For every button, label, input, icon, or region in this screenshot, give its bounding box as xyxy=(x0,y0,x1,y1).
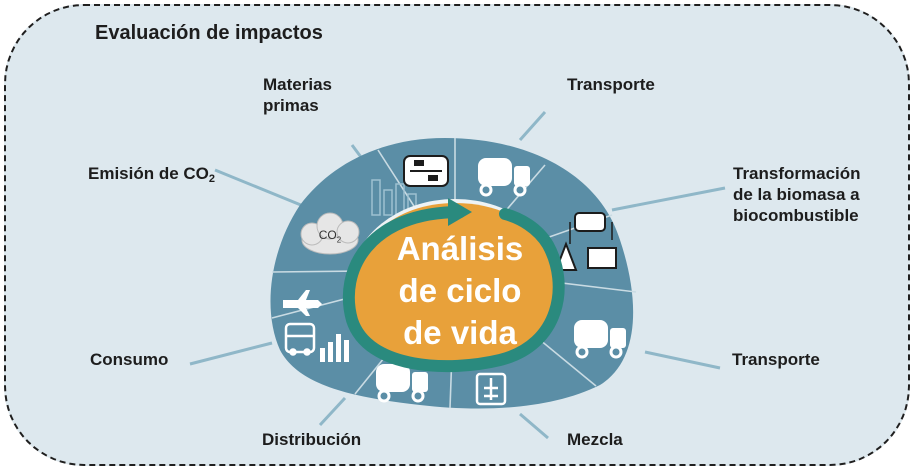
page-title: Evaluación de impactos xyxy=(95,22,323,44)
label-distribucion: Distribución xyxy=(262,430,362,449)
co2-cloud-icon xyxy=(300,212,360,255)
label-materias-line2: primas xyxy=(263,96,319,115)
crops-icon xyxy=(371,179,417,216)
label-transformacion-line3: biocombustible xyxy=(733,206,859,225)
connector-mezcla xyxy=(519,412,549,440)
label-mezcla: Mezcla xyxy=(567,430,623,449)
center-line-2: de ciclo xyxy=(398,272,522,309)
connector-distribucion xyxy=(318,396,347,427)
truck-right-icon xyxy=(574,320,626,359)
connector-transformacion xyxy=(611,186,726,212)
truck-distribution-icon xyxy=(376,364,428,403)
label-transformacion-line2: de la biomasa a xyxy=(733,185,860,204)
connector-transporte-right xyxy=(644,350,721,370)
center-title: Análisis de ciclo de vida xyxy=(370,228,550,354)
connector-transporte-top xyxy=(518,111,547,141)
lifecycle-core xyxy=(351,203,561,369)
cycle-arrow xyxy=(342,206,565,373)
label-materias-primas: Materias primas xyxy=(263,74,332,116)
connector-consumo xyxy=(189,341,273,366)
barrels-icon xyxy=(403,155,449,187)
mixer-icon xyxy=(475,372,507,406)
label-transporte-right: Transporte xyxy=(732,350,820,369)
label-transformacion: Transformación de la biomasa a biocombus… xyxy=(733,163,861,226)
label-transformacion-line1: Transformación xyxy=(733,164,861,183)
label-consumo: Consumo xyxy=(90,350,169,369)
cloud-co2-text: CO2 xyxy=(318,228,342,245)
cycle-arrow-head xyxy=(448,198,472,226)
label-emision-co2: Emisión de CO2 xyxy=(88,164,216,185)
label-materias-line1: Materias xyxy=(263,75,332,94)
center-line-3: de vida xyxy=(403,314,517,351)
truck-top-icon xyxy=(478,158,530,197)
airplane-icon xyxy=(283,290,322,316)
bar-chart-icon xyxy=(320,334,349,362)
center-line-1: Análisis xyxy=(396,230,524,267)
bus-icon xyxy=(284,322,316,356)
label-transporte-top: Transporte xyxy=(567,75,655,94)
